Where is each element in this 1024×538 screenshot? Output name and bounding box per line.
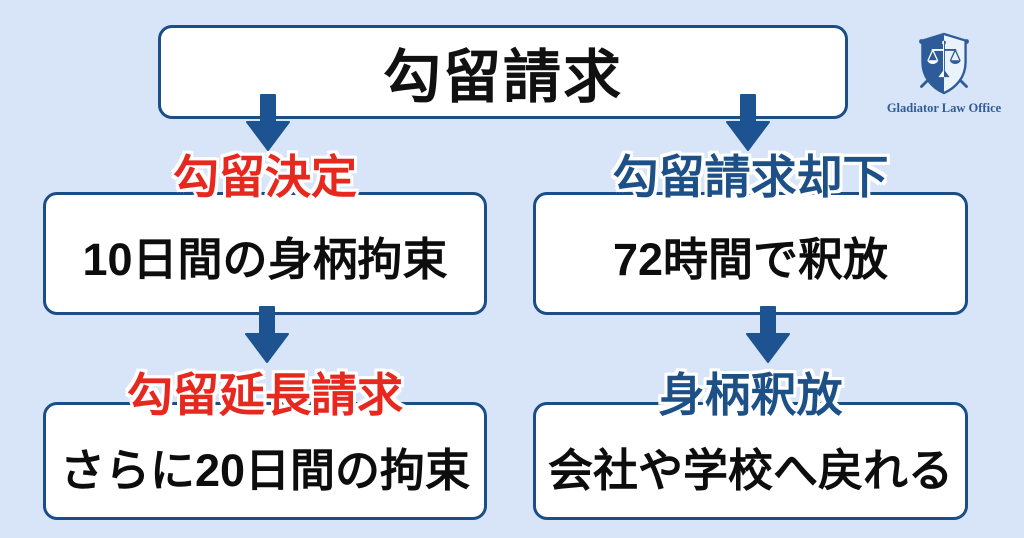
node-release-72-hours: 72時間で釈放 xyxy=(533,192,968,315)
down-arrow-icon xyxy=(245,94,291,151)
heading-extension-request: 勾留延長請求 xyxy=(127,369,403,421)
node-body-label: 72時間で釈放 xyxy=(612,234,889,285)
heading-request-rejected: 勾留請求却下 xyxy=(612,151,889,203)
brand-logo: Gladiator Law Office xyxy=(872,30,1016,116)
shield-scales-swords-icon xyxy=(919,32,969,95)
heading-release: 身柄釈放 xyxy=(658,369,843,421)
node-10-day-detention: 10日間の身柄拘束 xyxy=(43,192,487,315)
brand-name: Gladiator Law Office xyxy=(886,101,1002,115)
node-back-to-work-school: 会社や学校へ戻れる xyxy=(533,402,968,520)
node-body-label: 10日間の身柄拘束 xyxy=(82,234,448,285)
down-arrow-icon xyxy=(244,306,290,363)
node-body-label: 会社や学校へ戻れる xyxy=(547,444,953,496)
down-arrow-icon xyxy=(725,94,771,151)
node-body-label: さらに20日間の拘束 xyxy=(59,444,471,496)
heading-detention-decided: 勾留決定 xyxy=(173,151,357,203)
node-20-more-days: さらに20日間の拘束 xyxy=(43,402,487,520)
node-detention-request-label: 勾留請求 xyxy=(382,45,623,110)
down-arrow-icon xyxy=(745,306,791,363)
